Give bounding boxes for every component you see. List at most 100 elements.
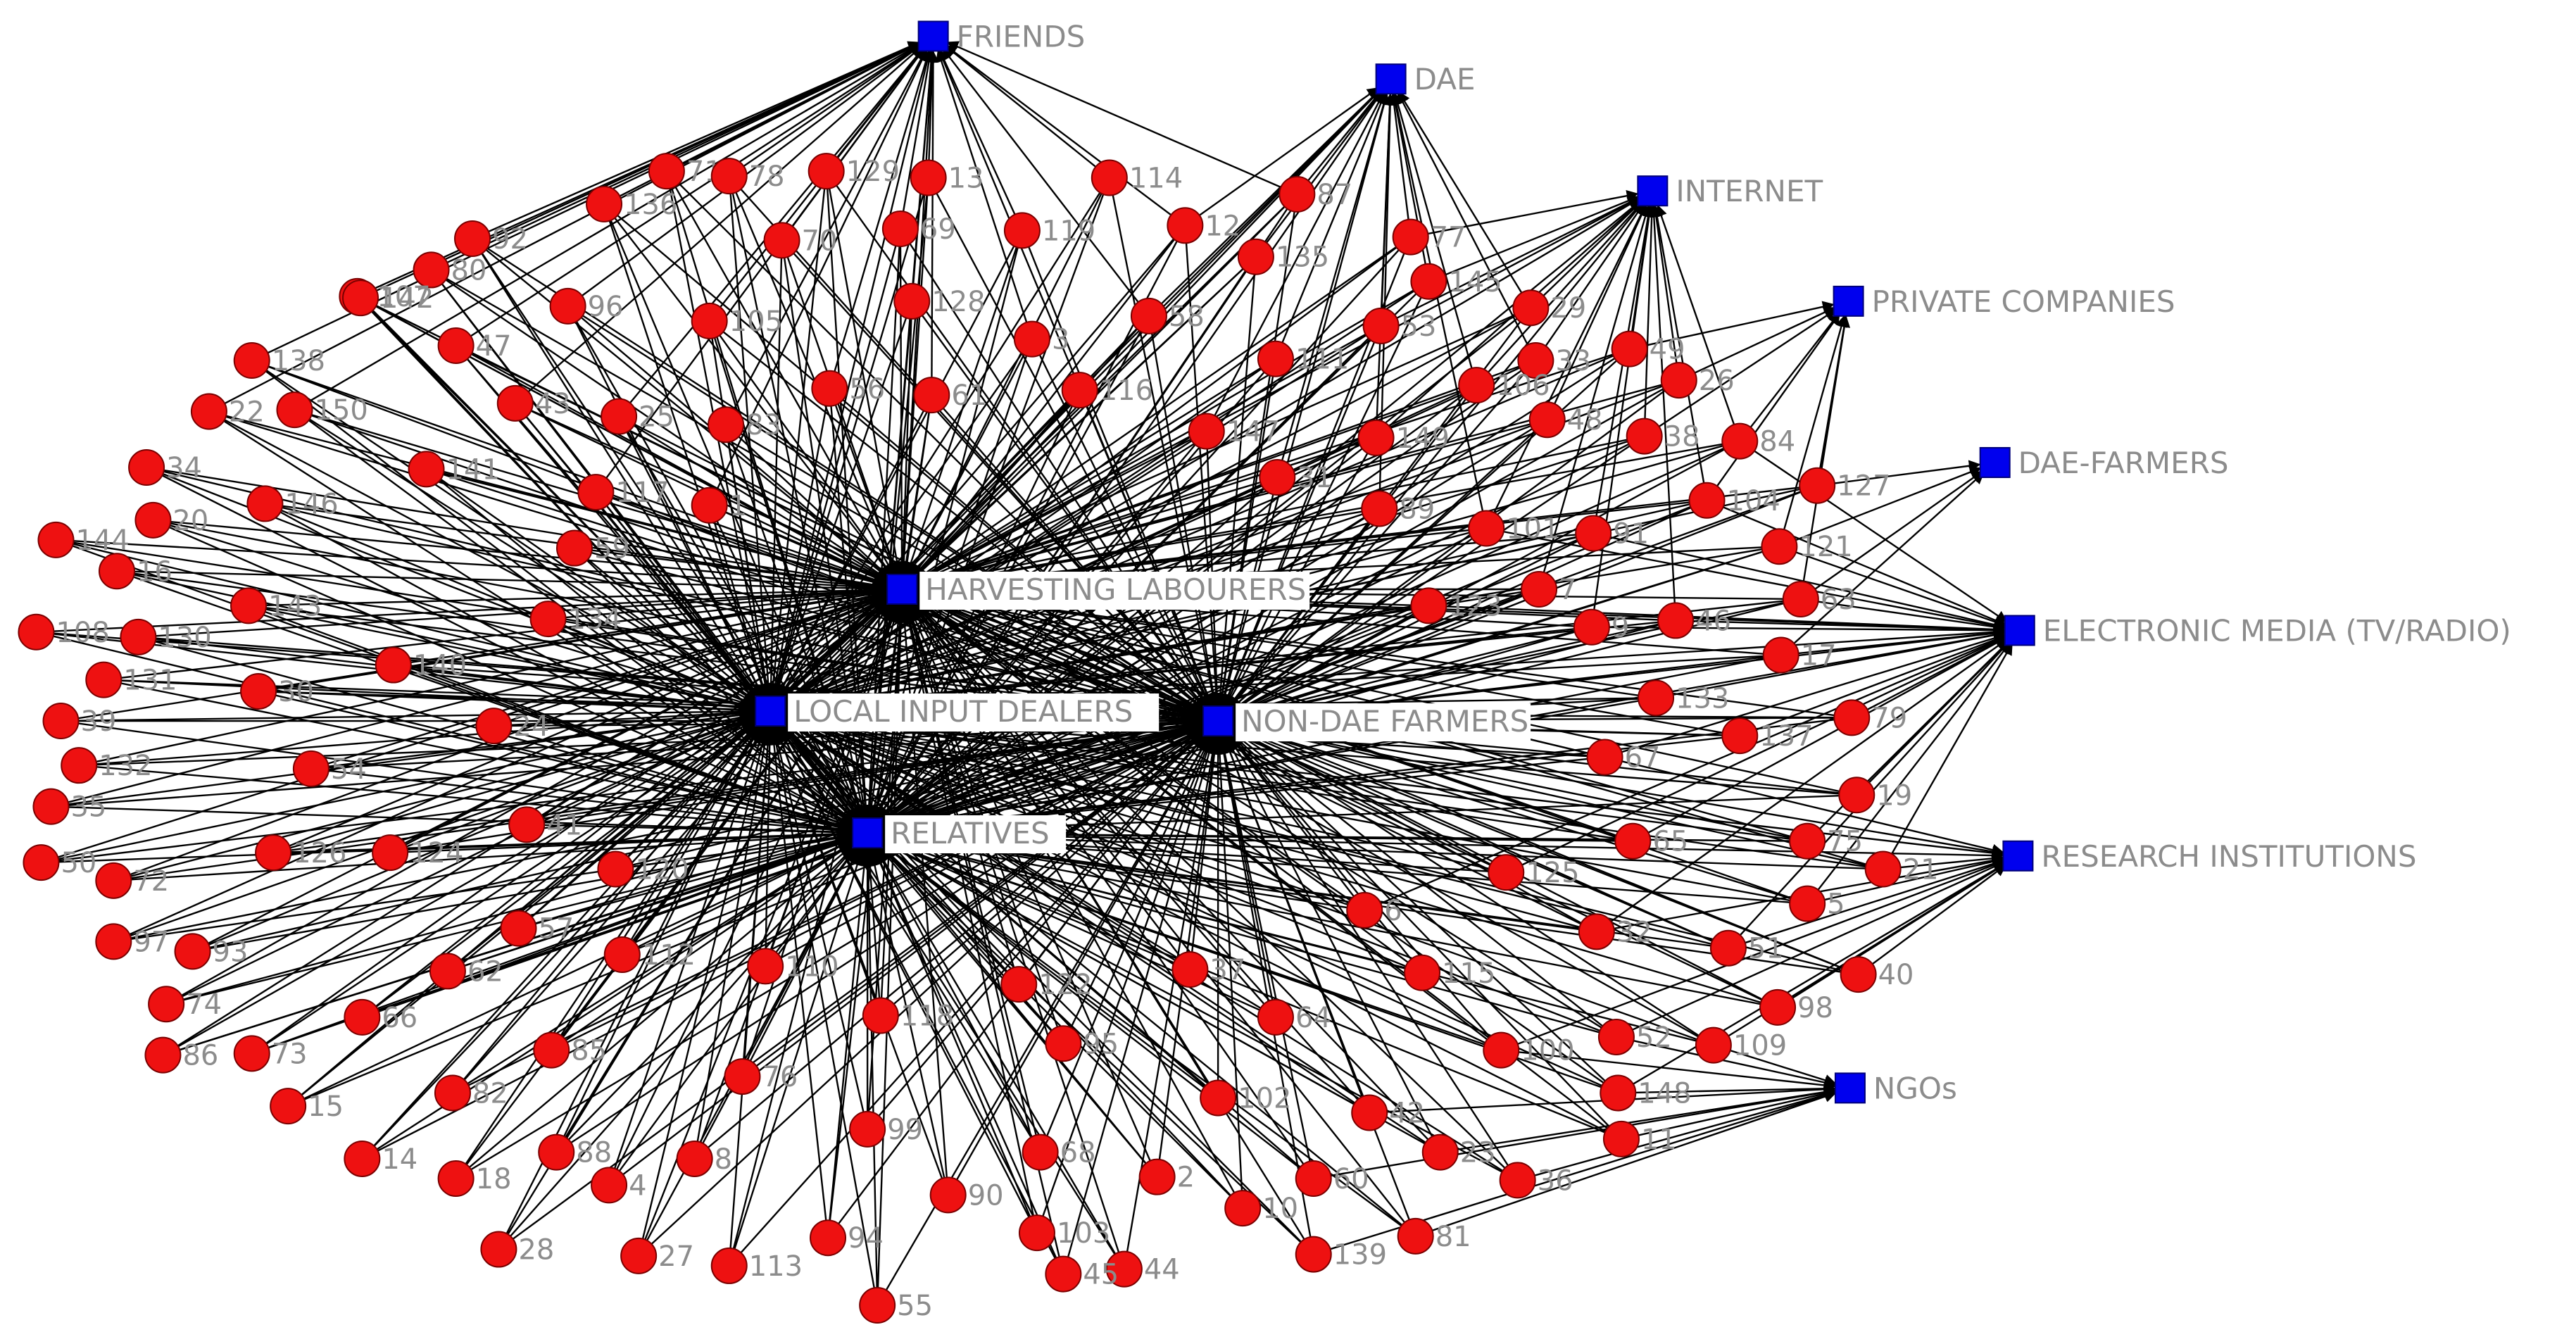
farmer-node-106[interactable] bbox=[1458, 367, 1495, 404]
farmer-node-84[interactable] bbox=[1721, 422, 1759, 460]
source-node-dae_farmers[interactable] bbox=[1979, 446, 2011, 478]
source-node-ngos[interactable] bbox=[1834, 1072, 1866, 1104]
source-node-internet[interactable] bbox=[1637, 175, 1669, 207]
farmer-node-12[interactable] bbox=[1167, 207, 1204, 244]
farmer-node-134[interactable] bbox=[529, 601, 567, 638]
farmer-node-64[interactable] bbox=[1257, 998, 1294, 1036]
farmer-node-48[interactable] bbox=[1528, 401, 1566, 439]
farmer-node-65[interactable] bbox=[1614, 822, 1652, 860]
farmer-node-118[interactable] bbox=[862, 997, 899, 1034]
farmer-node-8[interactable] bbox=[676, 1140, 713, 1177]
farmer-node-54[interactable] bbox=[292, 750, 329, 787]
farmer-node-59[interactable] bbox=[555, 529, 593, 567]
farmer-node-96[interactable] bbox=[549, 287, 586, 325]
farmer-node-137[interactable] bbox=[1721, 717, 1759, 755]
farmer-node-32[interactable] bbox=[1578, 913, 1615, 950]
farmer-node-55[interactable] bbox=[859, 1287, 896, 1324]
farmer-node-146[interactable] bbox=[246, 485, 284, 522]
farmer-node-67[interactable] bbox=[1586, 739, 1623, 776]
farmer-node-91[interactable] bbox=[1575, 515, 1612, 552]
farmer-node-27[interactable] bbox=[620, 1237, 658, 1274]
farmer-node-22[interactable] bbox=[190, 393, 227, 430]
farmer-node-101[interactable] bbox=[1468, 510, 1505, 547]
farmer-node-113[interactable] bbox=[710, 1247, 748, 1284]
source-node-electronic_media[interactable] bbox=[2004, 615, 2035, 646]
farmer-node-147[interactable] bbox=[1188, 413, 1225, 450]
farmer-node-131[interactable] bbox=[85, 661, 122, 698]
farmer-node-100[interactable] bbox=[1483, 1031, 1520, 1069]
farmer-node-35[interactable] bbox=[32, 788, 70, 825]
farmer-node-132[interactable] bbox=[61, 747, 98, 784]
farmer-node-17[interactable] bbox=[1762, 636, 1799, 674]
farmer-node-122[interactable] bbox=[1000, 966, 1038, 1003]
farmer-node-16[interactable] bbox=[98, 553, 135, 590]
source-node-private_companies[interactable] bbox=[1833, 285, 1864, 317]
farmer-node-38[interactable] bbox=[1626, 417, 1663, 455]
farmer-node-53[interactable] bbox=[1362, 307, 1400, 344]
farmer-node-10[interactable] bbox=[1224, 1190, 1262, 1227]
farmer-node-80[interactable] bbox=[413, 251, 450, 289]
farmer-node-4[interactable] bbox=[591, 1167, 628, 1204]
farmer-node-119[interactable] bbox=[1003, 212, 1041, 249]
farmer-node-121[interactable] bbox=[1761, 528, 1798, 565]
farmer-node-117[interactable] bbox=[577, 474, 615, 511]
farmer-node-56[interactable] bbox=[811, 370, 848, 407]
farmer-node-57[interactable] bbox=[500, 910, 537, 947]
farmer-node-99[interactable] bbox=[849, 1110, 886, 1148]
farmer-node-89[interactable] bbox=[1361, 490, 1398, 527]
source-node-research_institutions[interactable] bbox=[2002, 840, 2034, 872]
farmer-node-82[interactable] bbox=[434, 1074, 471, 1112]
farmer-node-23[interactable] bbox=[1421, 1133, 1459, 1171]
farmer-node-97[interactable] bbox=[95, 923, 132, 960]
farmer-node-93[interactable] bbox=[174, 933, 211, 970]
farmer-node-70[interactable] bbox=[763, 222, 800, 259]
farmer-node-28[interactable] bbox=[480, 1231, 517, 1268]
farmer-node-149[interactable] bbox=[1357, 419, 1395, 456]
farmer-node-19[interactable] bbox=[1838, 777, 1876, 814]
farmer-node-138[interactable] bbox=[233, 342, 270, 379]
farmer-node-77[interactable] bbox=[1392, 218, 1429, 256]
farmer-node-135[interactable] bbox=[1237, 238, 1274, 275]
farmer-node-79[interactable] bbox=[1833, 699, 1871, 736]
farmer-node-50[interactable] bbox=[23, 844, 60, 881]
farmer-node-136[interactable] bbox=[586, 185, 623, 222]
farmer-node-74[interactable] bbox=[148, 986, 185, 1023]
farmer-node-5[interactable] bbox=[1789, 885, 1826, 922]
farmer-node-120[interactable] bbox=[597, 850, 634, 888]
farmer-node-94[interactable] bbox=[810, 1219, 847, 1257]
farmer-node-69[interactable] bbox=[881, 210, 919, 247]
farmer-node-129[interactable] bbox=[808, 153, 845, 190]
farmer-node-24[interactable] bbox=[475, 708, 513, 745]
farmer-node-34[interactable] bbox=[128, 448, 165, 486]
farmer-node-1[interactable] bbox=[691, 486, 728, 524]
farmer-node-52[interactable] bbox=[1597, 1018, 1635, 1055]
farmer-node-148[interactable] bbox=[1600, 1074, 1637, 1112]
source-node-non_dae_farmers[interactable] bbox=[1202, 705, 1234, 737]
farmer-node-104[interactable] bbox=[1688, 482, 1726, 519]
farmer-node-20[interactable] bbox=[134, 501, 172, 539]
farmer-node-87[interactable] bbox=[1278, 175, 1316, 213]
farmer-node-123[interactable] bbox=[1410, 587, 1447, 624]
farmer-node-112[interactable] bbox=[603, 936, 641, 974]
farmer-node-81[interactable] bbox=[1397, 1217, 1434, 1255]
farmer-node-110[interactable] bbox=[747, 948, 784, 985]
farmer-node-128[interactable] bbox=[893, 282, 931, 320]
source-node-relatives[interactable] bbox=[852, 817, 884, 849]
farmer-node-83[interactable] bbox=[708, 406, 745, 444]
farmer-node-76[interactable] bbox=[724, 1058, 761, 1095]
farmer-node-95[interactable] bbox=[1045, 1025, 1082, 1062]
farmer-node-15[interactable] bbox=[270, 1088, 307, 1125]
farmer-node-21[interactable] bbox=[1864, 850, 1902, 888]
farmer-node-130[interactable] bbox=[120, 618, 157, 655]
farmer-node-145[interactable] bbox=[1410, 263, 1447, 300]
farmer-node-144[interactable] bbox=[37, 521, 75, 558]
farmer-node-103[interactable] bbox=[1018, 1214, 1055, 1252]
farmer-node-49[interactable] bbox=[1611, 330, 1648, 368]
farmer-node-90[interactable] bbox=[929, 1176, 967, 1214]
farmer-node-47[interactable] bbox=[437, 327, 475, 364]
source-node-harvesting_labourers[interactable] bbox=[886, 574, 918, 605]
farmer-node-31[interactable] bbox=[1259, 459, 1296, 496]
farmer-node-41[interactable] bbox=[508, 806, 546, 843]
farmer-node-88[interactable] bbox=[538, 1133, 575, 1171]
farmer-node-141[interactable] bbox=[408, 451, 445, 488]
